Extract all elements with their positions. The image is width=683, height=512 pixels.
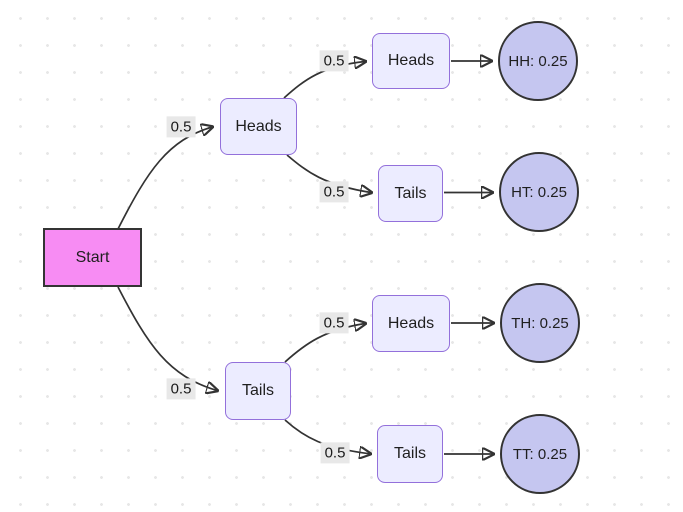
edge-label-heads-heads: 0.5 bbox=[319, 50, 349, 72]
node-tails-level2-bottom[interactable]: Tails bbox=[377, 425, 443, 483]
edge-label-start-tails: 0.5 bbox=[166, 378, 196, 400]
node-heads-level1[interactable]: Heads bbox=[220, 98, 297, 155]
node-heads-level2-bottom-label: Heads bbox=[387, 314, 435, 332]
node-outcome-tt-label: TT: 0.25 bbox=[512, 445, 568, 463]
edge-label-tails-tails: 0.5 bbox=[320, 442, 350, 464]
node-heads-level2-top[interactable]: Heads bbox=[372, 33, 450, 89]
node-heads-level2-bottom[interactable]: Heads bbox=[372, 295, 450, 352]
node-outcome-hh-label: HH: 0.25 bbox=[508, 52, 568, 70]
node-start[interactable]: Start bbox=[43, 228, 142, 287]
node-start-label: Start bbox=[75, 248, 110, 266]
edge-label-heads-tails: 0.5 bbox=[319, 181, 349, 203]
edge-start-to-tails bbox=[117, 286, 217, 391]
node-outcome-ht[interactable]: HT: 0.25 bbox=[499, 152, 579, 232]
node-outcome-hh[interactable]: HH: 0.25 bbox=[498, 21, 578, 101]
edge-label-start-heads: 0.5 bbox=[166, 116, 196, 138]
node-tails-level2-top[interactable]: Tails bbox=[378, 165, 443, 222]
node-heads-level2-top-label: Heads bbox=[387, 52, 435, 69]
node-tails-level1[interactable]: Tails bbox=[225, 362, 291, 420]
node-tails-level1-label: Tails bbox=[241, 382, 274, 399]
edge-heads-to-tails2 bbox=[286, 154, 371, 193]
edge-start-to-heads bbox=[117, 127, 212, 230]
edge-tails-to-tails3 bbox=[284, 419, 370, 454]
node-outcome-th[interactable]: TH: 0.25 bbox=[500, 283, 580, 363]
edge-label-tails-heads: 0.5 bbox=[319, 312, 349, 334]
node-outcome-tt[interactable]: TT: 0.25 bbox=[500, 414, 580, 494]
node-heads-level1-label: Heads bbox=[235, 117, 282, 135]
node-tails-level2-top-label: Tails bbox=[394, 184, 427, 202]
edge-tails-to-heads3 bbox=[284, 324, 365, 363]
edge-heads-to-heads2 bbox=[283, 62, 365, 99]
node-outcome-ht-label: HT: 0.25 bbox=[511, 183, 567, 201]
node-outcome-th-label: TH: 0.25 bbox=[511, 314, 569, 332]
node-tails-level2-bottom-label: Tails bbox=[393, 445, 426, 462]
